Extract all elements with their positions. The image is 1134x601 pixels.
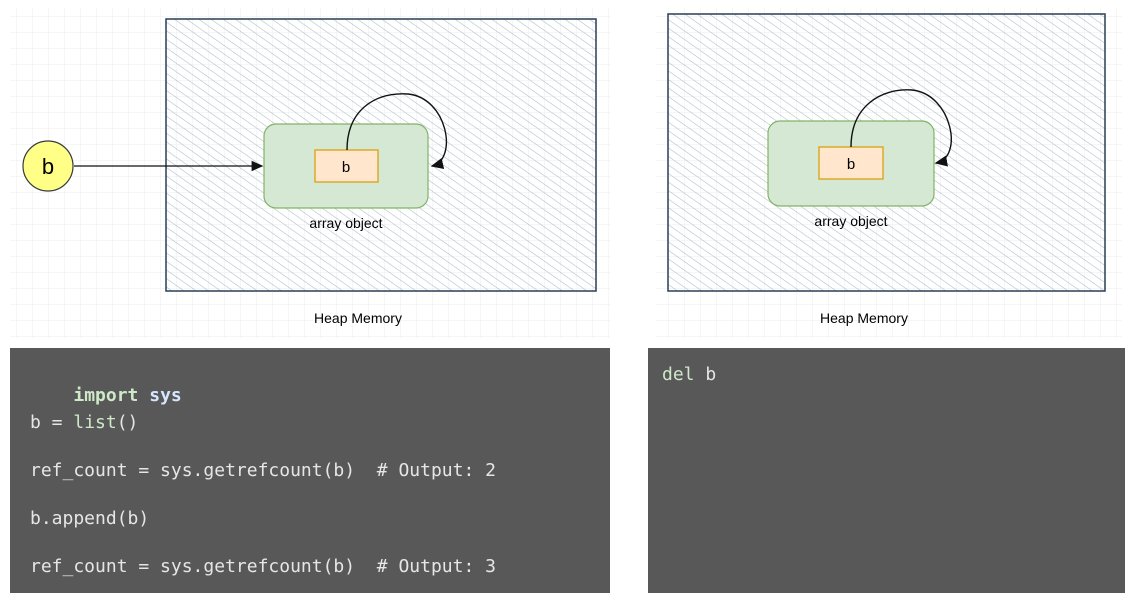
code-line-5: ref_count = sys.getrefcount(b) # Output:… — [30, 556, 496, 577]
variable-name: b — [705, 364, 717, 385]
code-text: () — [116, 412, 139, 433]
code-line-3: ref_count = sys.getrefcount(b) # Output:… — [30, 460, 496, 481]
right-diagram: b array object Heap Memory — [652, 0, 1128, 342]
list-element-label: b — [342, 159, 350, 176]
left-diagram: b array object Heap Memory b — [0, 0, 612, 342]
list-element-box — [818, 146, 884, 180]
list-element-box — [314, 149, 379, 183]
del-keyword: del — [662, 364, 695, 385]
self-reference-arrow — [850, 89, 952, 167]
code-text: b = — [30, 412, 74, 433]
heap-memory-label: Heap Memory — [820, 310, 908, 326]
code-line-1: del b — [662, 364, 716, 385]
code-line-2: b = list() — [30, 412, 138, 433]
array-object-label: array object — [814, 213, 887, 229]
array-object-label: array object — [309, 215, 382, 231]
module-name: sys — [149, 385, 182, 406]
left-code-block: import sys b = list() ref_count = sys.ge… — [10, 348, 610, 593]
builtin-function: list — [73, 412, 117, 433]
import-keyword: import — [73, 385, 139, 406]
variable-b-label: b — [42, 154, 54, 179]
heap-memory-label: Heap Memory — [314, 310, 402, 326]
self-reference-arrow — [346, 93, 447, 169]
code-line-4: b.append(b) — [30, 508, 150, 529]
variable-b-node — [22, 140, 74, 192]
left-diagram-canvas: b array object Heap Memory b — [10, 8, 610, 338]
code-line-1: import sys — [30, 364, 182, 427]
right-diagram-canvas: b array object Heap Memory — [656, 8, 1122, 338]
list-element-label: b — [847, 156, 855, 173]
right-code-block: del b — [648, 348, 1125, 593]
